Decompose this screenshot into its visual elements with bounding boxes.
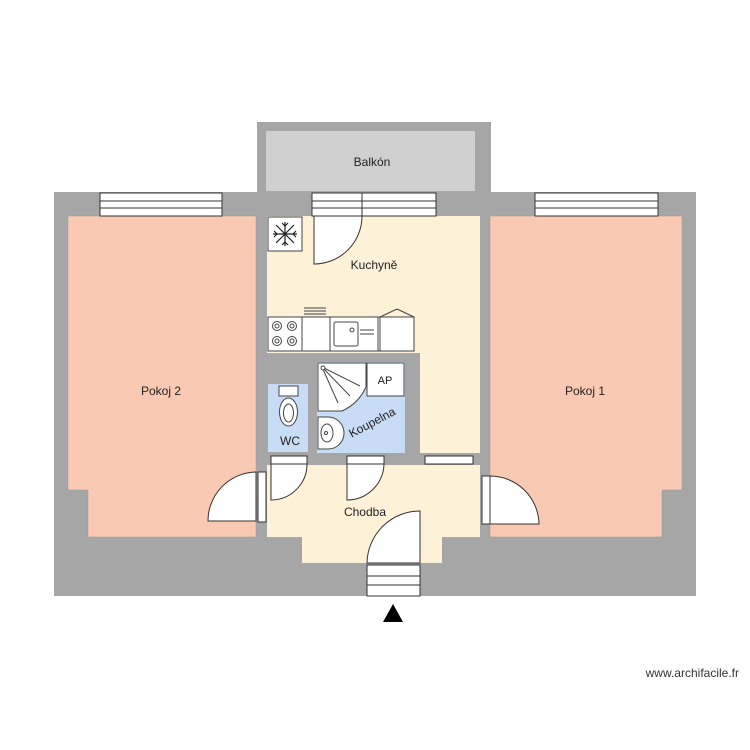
window-pokoj-1 bbox=[534, 192, 659, 217]
dishwasher-icon bbox=[379, 308, 415, 352]
door-koupelna bbox=[346, 455, 385, 501]
interior-wall-right bbox=[406, 353, 418, 465]
label-kuchyne: Kuchyně bbox=[351, 258, 398, 272]
label-ap: AP bbox=[378, 375, 393, 387]
washbasin-icon bbox=[317, 416, 345, 450]
room-pokoj-2 bbox=[67, 215, 257, 538]
door-balcony bbox=[313, 215, 363, 265]
window-hall bbox=[424, 455, 474, 465]
room-pokoj-1 bbox=[489, 215, 683, 538]
door-pokoj-1 bbox=[481, 475, 540, 525]
label-pokoj-2: Pokoj 2 bbox=[141, 384, 181, 398]
kitchen-strip bbox=[418, 353, 480, 453]
sink-icon bbox=[329, 316, 379, 352]
door-entrance bbox=[366, 510, 421, 597]
shower-icon bbox=[317, 362, 367, 412]
watermark: www.archifacile.fr bbox=[645, 666, 739, 680]
stove-icon bbox=[267, 316, 303, 352]
window-kitchen bbox=[311, 192, 437, 217]
ap-box bbox=[366, 362, 405, 397]
label-balkon: Balkón bbox=[354, 155, 391, 169]
doors bbox=[207, 215, 540, 597]
windows bbox=[99, 192, 659, 465]
entrance-arrow-icon bbox=[383, 604, 403, 622]
door-pokoj-2 bbox=[207, 471, 267, 523]
door-wc bbox=[270, 455, 308, 501]
label-pokoj-1: Pokoj 1 bbox=[565, 384, 605, 398]
room-chodba bbox=[267, 465, 480, 563]
fridge-icon bbox=[267, 216, 303, 252]
balcony-room bbox=[266, 131, 475, 191]
hood-icon bbox=[304, 307, 326, 315]
toilet-icon bbox=[278, 385, 299, 427]
label-chodba: Chodba bbox=[344, 505, 386, 519]
window-pokoj-2 bbox=[99, 192, 223, 217]
kitchen-fixtures bbox=[267, 216, 415, 352]
label-wc: WC bbox=[280, 434, 300, 448]
